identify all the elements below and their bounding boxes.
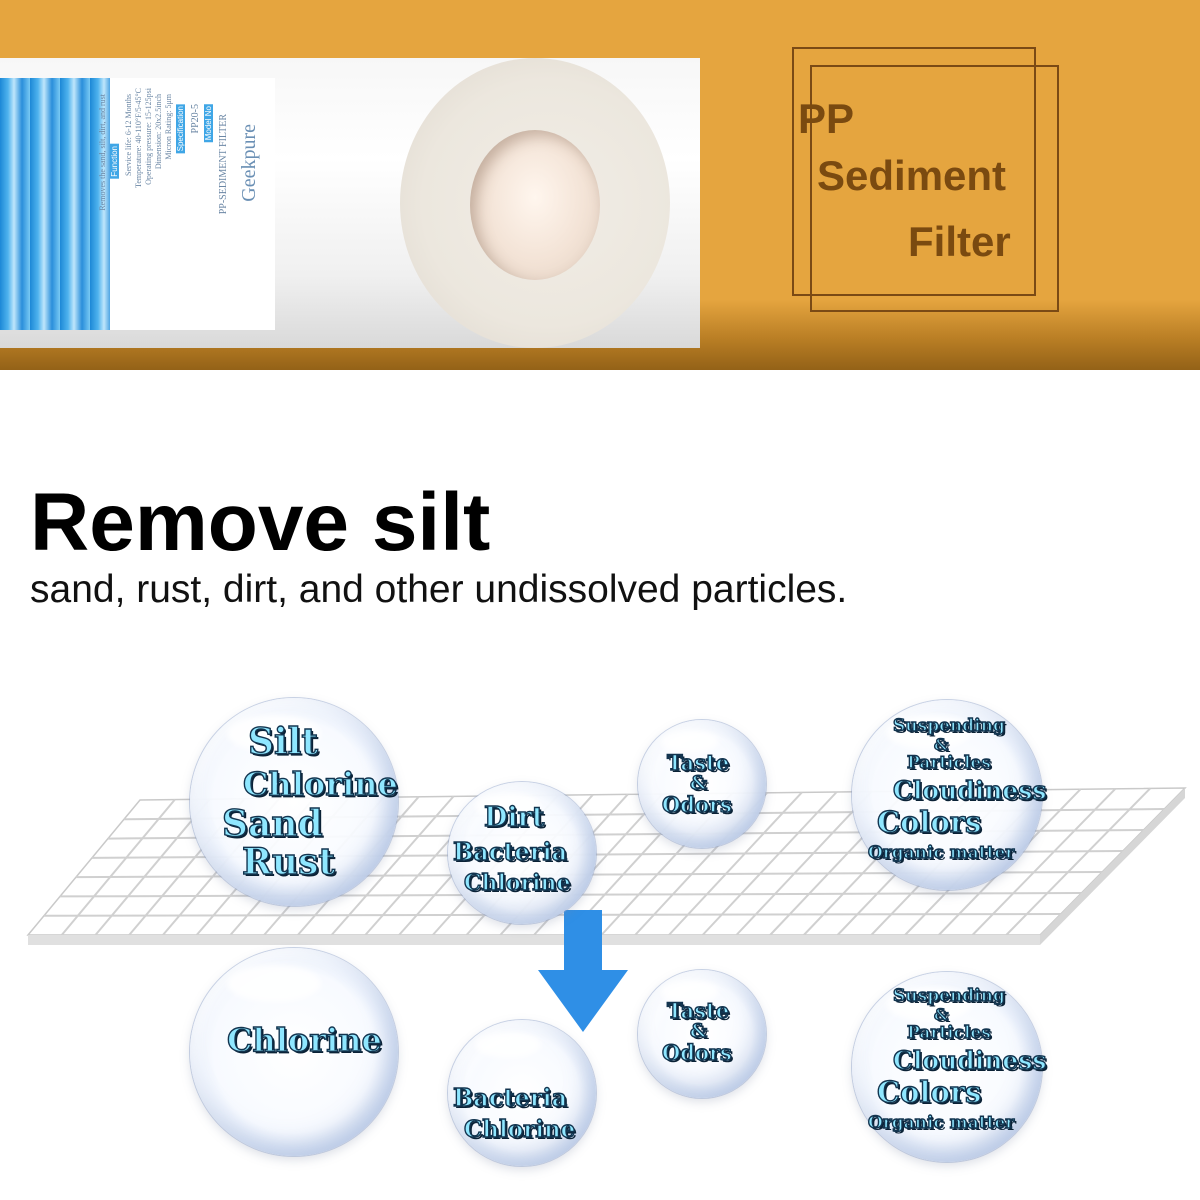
badge-line-pp: PP — [798, 95, 855, 142]
badge-frame-inner — [810, 65, 1059, 312]
mesh-line — [60, 798, 176, 936]
bubble-text: Bacteria — [452, 1083, 568, 1112]
down-arrow-icon — [538, 910, 628, 1032]
mesh-line — [330, 795, 455, 936]
bubble-text: Colors — [876, 805, 982, 839]
bubble-text: Cloudiness — [892, 776, 1047, 805]
bubble-text: Taste — [666, 998, 730, 1023]
label-wave-graphic — [0, 78, 110, 330]
bubble-text: Organic matter — [867, 843, 1015, 863]
bubble-before-1 — [190, 698, 398, 906]
bubble-text: Suspending — [892, 986, 1005, 1006]
bubble-text: Chlorine — [226, 1021, 382, 1059]
bubble-text: Silt — [247, 721, 318, 763]
badge-line-sediment: Sediment — [817, 152, 1007, 199]
bubble-text: Chlorine — [242, 765, 398, 803]
mesh-line — [701, 791, 838, 936]
bubble-text: Suspending — [892, 716, 1005, 736]
bubble-text: Dirt — [483, 802, 545, 833]
bubble-before-4 — [852, 700, 1042, 890]
bubble-text: & — [689, 1020, 708, 1042]
bubble-text: Particles — [906, 1023, 991, 1043]
bubble-after-4 — [852, 972, 1042, 1162]
badge-line-filter: Filter — [908, 218, 1011, 265]
bubble-text: & — [933, 735, 949, 754]
bubble-text: Organic matter — [867, 1113, 1015, 1133]
bubble-before-3 — [638, 720, 766, 848]
bubble-text: Rust — [241, 841, 335, 883]
mesh-line — [668, 791, 803, 936]
mesh-line — [971, 788, 1117, 936]
bubble-text: Odors — [661, 792, 732, 817]
bubble-text: Particles — [906, 753, 991, 773]
mesh-line — [1005, 787, 1151, 936]
bubble-text: Odors — [661, 1040, 732, 1065]
bubble-text: Chlorine — [463, 870, 571, 896]
bubble-text: Sand — [221, 803, 323, 845]
mesh-line — [94, 798, 211, 936]
subline: sand, rust, dirt, and other undissolved … — [30, 568, 848, 611]
bubble-after-1 — [190, 948, 398, 1156]
bubble-text: & — [933, 1005, 949, 1024]
bubble-text: Chlorine — [463, 1116, 576, 1143]
product-banner: Geekpure PP-SEDIMENT FILTER Model No PP2… — [0, 0, 1200, 370]
bubble-before-2 — [448, 782, 596, 924]
bubble-after-2 — [448, 1020, 596, 1166]
mesh-line — [735, 790, 873, 936]
bubble-text: Colors — [876, 1075, 982, 1109]
bubble-text: & — [689, 772, 708, 794]
product-label: Geekpure PP-SEDIMENT FILTER Model No PP2… — [0, 78, 275, 330]
bubble-text: Taste — [666, 750, 730, 775]
badge-frame-outer — [792, 47, 1036, 296]
bubble-text: Cloudiness — [892, 1046, 1047, 1075]
bubble-text: Bacteria — [452, 837, 568, 866]
headline: Remove silt — [30, 477, 491, 568]
bubble-after-3 — [638, 970, 766, 1098]
cartridge-core-hole — [470, 130, 600, 280]
